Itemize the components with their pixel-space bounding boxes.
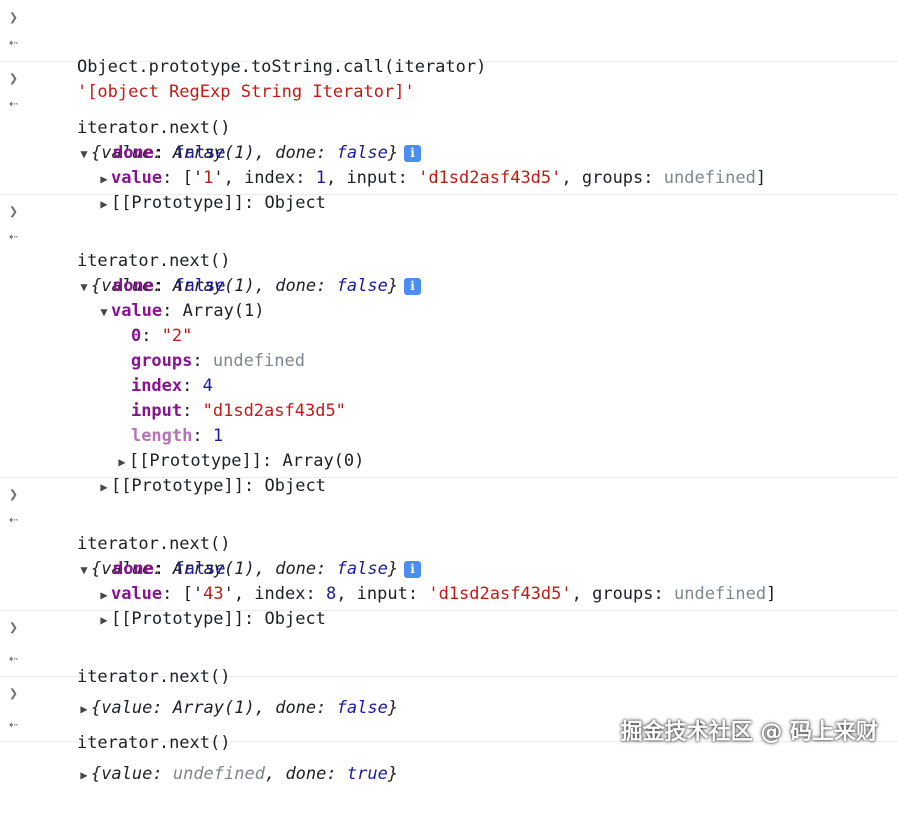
console-input-line[interactable]: ❯ iterator.next() <box>0 615 898 687</box>
command-text: iterator.next() <box>76 534 231 554</box>
collapsed-triangle-icon[interactable]: ▶ <box>80 702 88 716</box>
property-done: done: false <box>112 143 226 163</box>
collapsed-triangle-icon[interactable]: ▶ <box>100 613 108 627</box>
property-done: done: false <box>112 276 226 296</box>
console-entry: ❯ iterator.next() ⇠ ▼{value: Array(1), d… <box>0 66 898 213</box>
property-value-expanded[interactable]: ▼value: Array(1) <box>0 274 898 321</box>
property-value[interactable]: ▶value: ['1', index: 1, input: 'd1sd2asf… <box>0 141 898 188</box>
chevron-right-icon: ❯ <box>9 69 19 87</box>
chevron-right-icon: ❯ <box>9 8 19 26</box>
property-prototype[interactable]: ▶[[Prototype]]: Object <box>0 582 898 629</box>
property-prototype[interactable]: ▶[[Prototype]]: Object <box>0 449 898 496</box>
object-summary[interactable]: ⇠ ▼{value: Array(1), done: false}i <box>0 91 898 163</box>
collapsed-triangle-icon[interactable]: ▶ <box>100 588 108 602</box>
property-input: input: "d1sd2asf43d5" <box>130 401 346 421</box>
console-entry: ❯ iterator.next() ⇠ ▼{value: Array(1), d… <box>0 199 898 496</box>
return-arrow-icon: ⇠ <box>9 94 19 112</box>
expanded-triangle-icon[interactable]: ▼ <box>80 147 88 161</box>
command-text: Object.prototype.toString.call(iterator) <box>76 57 487 77</box>
console-input-line[interactable]: ❯ iterator.next() <box>0 66 898 138</box>
property-value[interactable]: ▶value: ['43', index: 8, input: 'd1sd2as… <box>0 557 898 604</box>
property-done: done: false <box>112 559 226 579</box>
command-text: iterator.next() <box>76 733 231 753</box>
array-item-0: 0: "2" <box>130 326 193 346</box>
console-input-line[interactable]: ❯ iterator.next() <box>0 681 898 753</box>
console-input-line[interactable]: ❯ iterator.next() <box>0 482 898 554</box>
collapsed-triangle-icon[interactable]: ▶ <box>118 455 126 469</box>
collapsed-triangle-icon[interactable]: ▶ <box>100 480 108 494</box>
object-summary[interactable]: ⇠ ▶{value: Array(1), done: false} <box>0 646 898 718</box>
return-arrow-icon: ⇠ <box>9 510 19 528</box>
console-output-line: ⇠ '[object RegExp String Iterator]' <box>0 30 898 102</box>
info-icon[interactable]: i <box>404 278 422 295</box>
property-index: index: 4 <box>130 376 213 396</box>
chevron-right-icon: ❯ <box>9 684 19 702</box>
return-arrow-icon: ⇠ <box>9 715 19 733</box>
expanded-triangle-icon[interactable]: ▼ <box>100 305 108 319</box>
collapsed-triangle-icon[interactable]: ▶ <box>100 197 108 211</box>
property-groups: groups: undefined <box>130 351 305 371</box>
console-input-line[interactable]: ❯ Object.prototype.toString.call(iterato… <box>0 5 898 77</box>
return-arrow-icon: ⇠ <box>9 33 19 51</box>
console-entry: ❯ iterator.next() ⇠ ▶{value: Array(1), d… <box>0 615 898 718</box>
console-entry: ❯ Object.prototype.toString.call(iterato… <box>0 5 898 102</box>
return-arrow-icon: ⇠ <box>9 649 19 667</box>
expanded-triangle-icon[interactable]: ▼ <box>80 280 88 294</box>
chevron-right-icon: ❯ <box>9 618 19 636</box>
info-icon[interactable]: i <box>404 561 422 578</box>
chevron-right-icon: ❯ <box>9 202 19 220</box>
console-input-line[interactable]: ❯ iterator.next() <box>0 199 898 271</box>
collapsed-triangle-icon[interactable]: ▶ <box>80 768 88 782</box>
property-prototype[interactable]: ▶[[Prototype]]: Object <box>0 166 898 213</box>
object-summary[interactable]: ⇠ ▼{value: Array(1), done: false}i <box>0 507 898 579</box>
console-entry: ❯ iterator.next() ⇠ ▼{value: Array(1), d… <box>0 482 898 629</box>
return-arrow-icon: ⇠ <box>9 227 19 245</box>
command-text: iterator.next() <box>76 118 231 138</box>
chevron-right-icon: ❯ <box>9 485 19 503</box>
command-text: iterator.next() <box>76 251 231 271</box>
command-text: iterator.next() <box>76 667 231 687</box>
output-string: '[object RegExp String Iterator]' <box>76 82 415 102</box>
property-length: length: 1 <box>130 426 224 446</box>
object-summary[interactable]: ⇠ ▼{value: Array(1), done: false}i <box>0 224 898 296</box>
array-prototype[interactable]: ▶[[Prototype]]: Array(0) <box>0 424 898 471</box>
info-icon[interactable]: i <box>404 145 422 162</box>
watermark: 掘金技术社区 @ 码上来财 <box>620 720 878 745</box>
expanded-triangle-icon[interactable]: ▼ <box>80 563 88 577</box>
collapsed-triangle-icon[interactable]: ▶ <box>100 172 108 186</box>
